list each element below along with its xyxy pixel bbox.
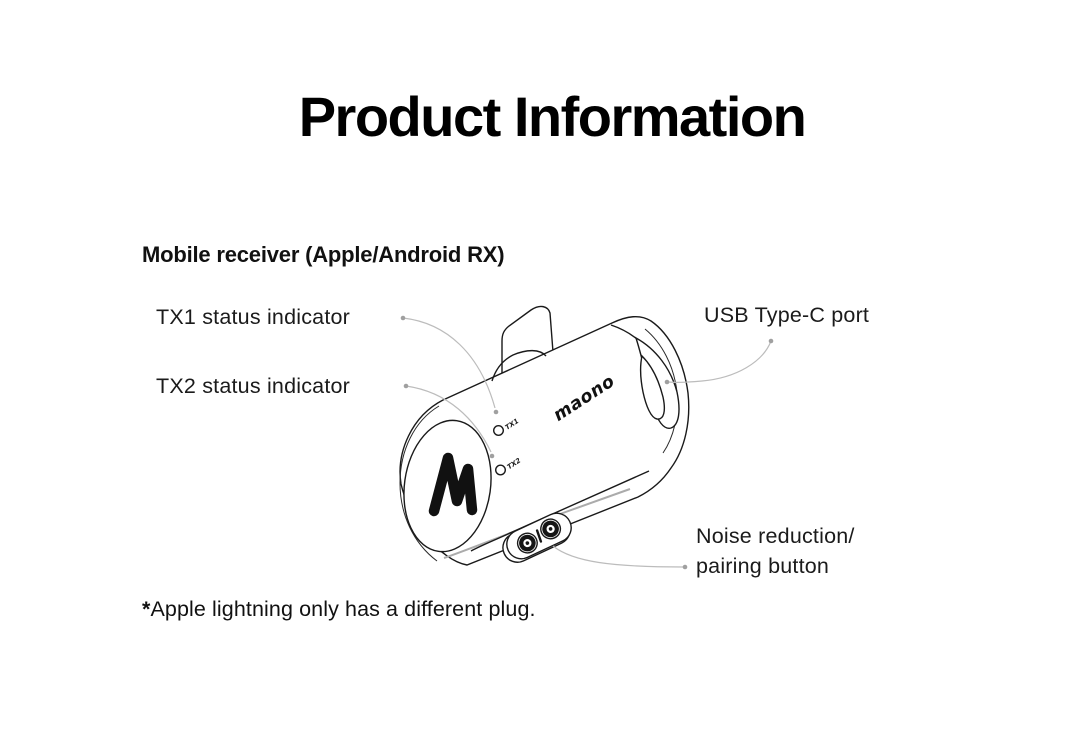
leader-tx2-line	[405, 385, 492, 453]
leader-lines	[400, 315, 774, 570]
callout-usb-label: USB Type-C port	[704, 303, 870, 327]
pairing-button	[540, 518, 562, 540]
noise-reduction-button	[516, 532, 538, 554]
callout-tx1-label: TX1 status indicator	[156, 305, 351, 329]
footnote-asterisk: *	[142, 597, 151, 621]
plug-shoulder	[491, 349, 547, 382]
footnote-text: Apple lightning only has a different plu…	[150, 597, 536, 621]
footnote: *Apple lightning only has a different pl…	[142, 597, 536, 622]
callout-pairing-line2: pairing button	[696, 554, 830, 578]
button-divider	[535, 529, 543, 543]
bottom-face-edge	[470, 470, 650, 552]
left-cap-rim-line	[399, 405, 440, 562]
callout-tx2-label: TX2 status indicator	[156, 374, 351, 398]
leader-tx2-dot-end	[489, 453, 495, 459]
leader-tx1-dot-start	[400, 315, 406, 321]
tx1-led	[493, 425, 505, 437]
maono-logo-icon	[428, 452, 478, 517]
back-clip	[610, 324, 680, 429]
leader-pairing-line	[552, 545, 685, 568]
button-plate	[502, 512, 572, 563]
leader-tx1-line	[402, 317, 496, 409]
leader-usb-dot-start	[768, 338, 774, 344]
leader-usb-line	[667, 340, 772, 384]
face-ellipse	[403, 419, 492, 553]
page-title: Product Information	[298, 85, 807, 148]
leader-usb-dot-end	[664, 379, 670, 385]
leader-tx2-dot-start	[403, 383, 409, 389]
callout-pairing-label: Noise reduction/ pairing button	[696, 521, 855, 581]
section-heading: Mobile receiver (Apple/Android RX)	[142, 242, 505, 267]
tx2-led	[495, 464, 507, 476]
clip-inner-teardrop	[639, 354, 666, 420]
leader-tx1-dot-end	[493, 409, 499, 415]
leader-pairing-dot-end	[682, 564, 688, 570]
callout-pairing-line1: Noise reduction/	[696, 524, 855, 548]
